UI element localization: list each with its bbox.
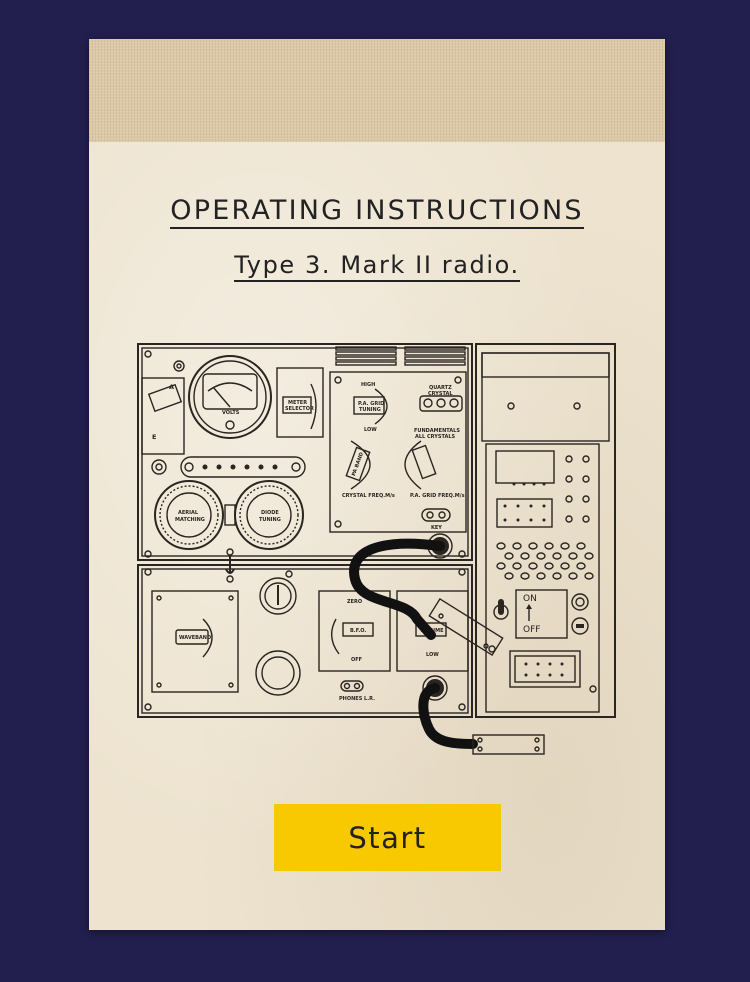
label-a: A — [169, 383, 174, 391]
all-crystals-label: ALL CRYSTALS — [415, 434, 456, 440]
on-label: ON — [523, 594, 537, 604]
crystal-freq-label: CRYSTAL FREQ.M/s — [342, 493, 395, 499]
crystal-label: CRYSTAL — [428, 391, 453, 397]
tuning-label: TUNING — [259, 517, 281, 523]
low-label: LOW — [364, 427, 377, 433]
title-text: OPERATING INSTRUCTIONS — [170, 195, 584, 229]
aerial-earth-switch: A E — [141, 377, 185, 475]
off-label: OFF — [523, 625, 540, 635]
page-subtitle: Type 3. Mark II radio. — [89, 251, 665, 282]
diode-label: DIODE — [261, 510, 279, 516]
transmitter-subpanel: HIGH P.A. GRID TUNING LOW QUARTZ CRYSTAL… — [329, 371, 467, 533]
start-button[interactable]: Start — [274, 804, 501, 871]
instruction-card: OPERATING INSTRUCTIONS Type 3. Mark II r… — [89, 39, 665, 930]
selector-label: SELECTOR — [285, 406, 314, 412]
bottom-left-panel: WAVEBAND ZERO B.F.O. OFF VOLUME — [137, 548, 473, 718]
right-power-panel: ON OFF — [475, 343, 616, 718]
bfo-control: ZERO B.F.O. OFF — [318, 590, 391, 672]
pa-tuning-label: TUNING — [359, 407, 381, 413]
zero-label: ZERO — [347, 599, 362, 605]
diode-tuning-dial: DIODE TUNING — [224, 480, 304, 550]
volts-meter: VOLTS — [188, 355, 272, 439]
headphone-cable — [349, 538, 545, 755]
fundamentals-label: FUNDAMENTALS — [414, 428, 460, 434]
waveband-selector: WAVEBAND — [151, 590, 239, 693]
key-label: KEY — [431, 525, 442, 531]
pa-grid-label: P.A. GRID — [358, 401, 384, 407]
meter-selector: METER SELECTOR — [276, 367, 324, 438]
waveband-label: WAVEBAND — [179, 635, 211, 641]
bfo-off-label: OFF — [351, 657, 362, 663]
subtitle-text: Type 3. Mark II radio. — [234, 251, 520, 282]
power-switch: ON OFF — [493, 589, 589, 639]
aerial-matching-dial: AERIAL MATCHING — [154, 480, 224, 550]
indicator-lamp-strip — [180, 456, 306, 478]
high-label: HIGH — [361, 382, 375, 388]
volume-low-label: LOW — [426, 652, 439, 658]
phones-label: PHONES L.R. — [339, 696, 375, 702]
radio-diagram: A E VOLTS METER SELECTOR — [137, 343, 616, 755]
volts-label: VOLTS — [222, 410, 240, 416]
matching-label: MATCHING — [175, 517, 205, 523]
label-e: E — [152, 433, 156, 441]
speaker-grille — [496, 542, 594, 580]
aerial-label: AERIAL — [178, 510, 199, 516]
top-left-panel: A E VOLTS METER SELECTOR — [137, 343, 473, 561]
pa-grid-freq-label: P.A. GRID FREQ.M/s — [410, 493, 465, 499]
paper-tape-strip — [89, 39, 665, 142]
page-title: OPERATING INSTRUCTIONS — [89, 195, 665, 229]
quartz-label: QUARTZ — [429, 385, 452, 391]
bfo-label: B.F.O. — [350, 628, 366, 634]
meter-label: METER — [288, 400, 307, 406]
